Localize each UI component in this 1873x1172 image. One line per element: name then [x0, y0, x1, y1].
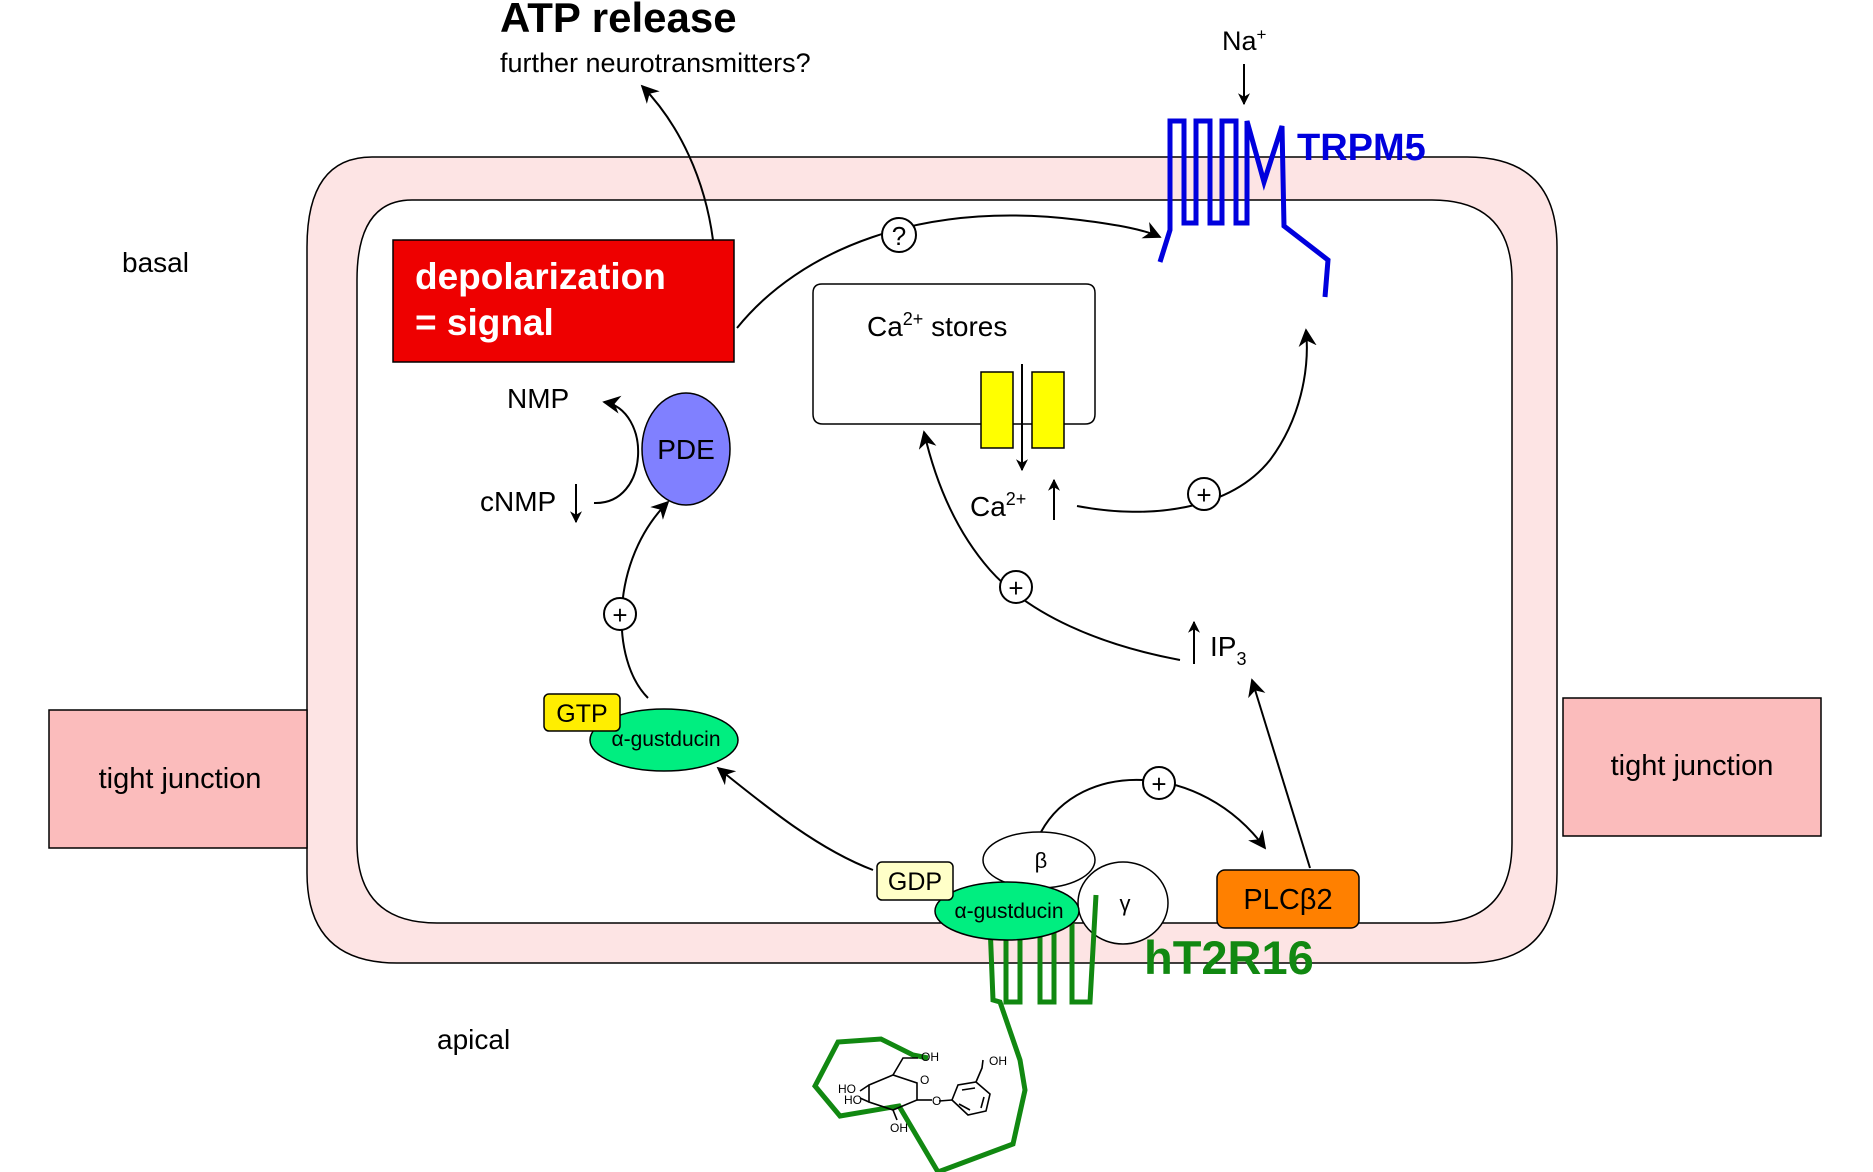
gamma-label: γ [1120, 891, 1131, 916]
trpm5-channel [1157, 118, 1331, 298]
nmp-label: NMP [507, 383, 569, 414]
gdp-label: GDP [888, 868, 942, 896]
g-gamma-subunit [1077, 861, 1169, 945]
further-neurotransmitters-label: further neurotransmitters? [500, 48, 811, 78]
ip3-label: IP3 [1210, 631, 1246, 669]
depolarization-line2: = signal [415, 302, 554, 343]
plcb2-label: PLCβ2 [1243, 884, 1332, 916]
salicin-ho-2: HO [844, 1093, 862, 1107]
salicin-oh-top: OH [921, 1050, 939, 1064]
tight-junction-left [48, 709, 308, 849]
alpha-gustducin-active [589, 708, 739, 772]
unknown-link-circle [881, 217, 917, 253]
cnmp-nmp-arrow [593, 395, 640, 505]
alpha-gustducin-active-label: α-gustducin [611, 728, 720, 751]
cell-membrane [306, 156, 1558, 964]
ca-stores-compartment [812, 283, 1096, 425]
calcium-trpm5-arrow [1076, 328, 1317, 513]
sodium-label: Na+ [1222, 25, 1267, 56]
depolarization-box [392, 239, 735, 363]
plus-circle-plcb2 [1142, 766, 1176, 800]
alpha-gustducin-inactive-label: α-gustducin [954, 900, 1063, 923]
ca-stores-label: Ca2+ stores [867, 309, 1007, 342]
gdp-badge [876, 861, 954, 901]
plus-plcb2: + [1151, 769, 1166, 799]
ht2r16-label: hT2R16 [1144, 931, 1314, 984]
cnmp-label: cNMP [480, 486, 556, 517]
plus-circle-calcium [1187, 477, 1221, 511]
plus-ip3: + [1008, 573, 1023, 603]
plus-circle-ip3 [999, 570, 1033, 604]
depolarization-trpm5-arrow [736, 214, 1162, 329]
plus-calcium: + [1196, 480, 1211, 510]
salicin-o-ring: O [920, 1073, 929, 1087]
basal-label: basal [122, 247, 189, 278]
salicin-ligand [859, 1057, 991, 1121]
salicin-oh-right: OH [989, 1054, 1007, 1068]
atp-release-arrow [640, 84, 714, 241]
plcb2-ip3-arrow [1248, 678, 1311, 869]
salicin-o-link: O [932, 1094, 941, 1108]
pde-enzyme [641, 392, 731, 506]
depolarization-line1: depolarization [415, 256, 666, 297]
salicin-oh-bottom: OH [890, 1121, 908, 1135]
beta-label: β [1035, 848, 1048, 873]
gtp-label: GTP [556, 700, 607, 728]
ca-channel-right [1031, 371, 1065, 449]
salicin-ho-1: HO [838, 1082, 856, 1096]
ca-channel-left [980, 371, 1014, 449]
atp-release-title: ATP release [500, 0, 737, 41]
tight-junction-right-label: tight junction [1611, 750, 1774, 782]
plus-pde: + [612, 600, 627, 630]
alpha-gustducin-inactive [934, 881, 1080, 941]
apical-label: apical [437, 1024, 510, 1055]
ip3-castores-arrow [918, 430, 1181, 661]
ht2r16-receptor [812, 894, 1099, 1172]
gdp-gtp-exchange-arrow [716, 766, 874, 871]
pde-label: PDE [657, 434, 715, 465]
tight-junction-left-label: tight junction [99, 763, 262, 795]
plcb2-enzyme [1216, 869, 1360, 929]
trpm5-label: TRPM5 [1297, 127, 1426, 169]
calcium-label: Ca2+ [970, 489, 1026, 522]
tight-junction-right [1562, 697, 1822, 837]
gtp-badge [543, 693, 621, 732]
unknown-link-mark: ? [892, 221, 906, 251]
plus-circle-pde [603, 597, 637, 631]
